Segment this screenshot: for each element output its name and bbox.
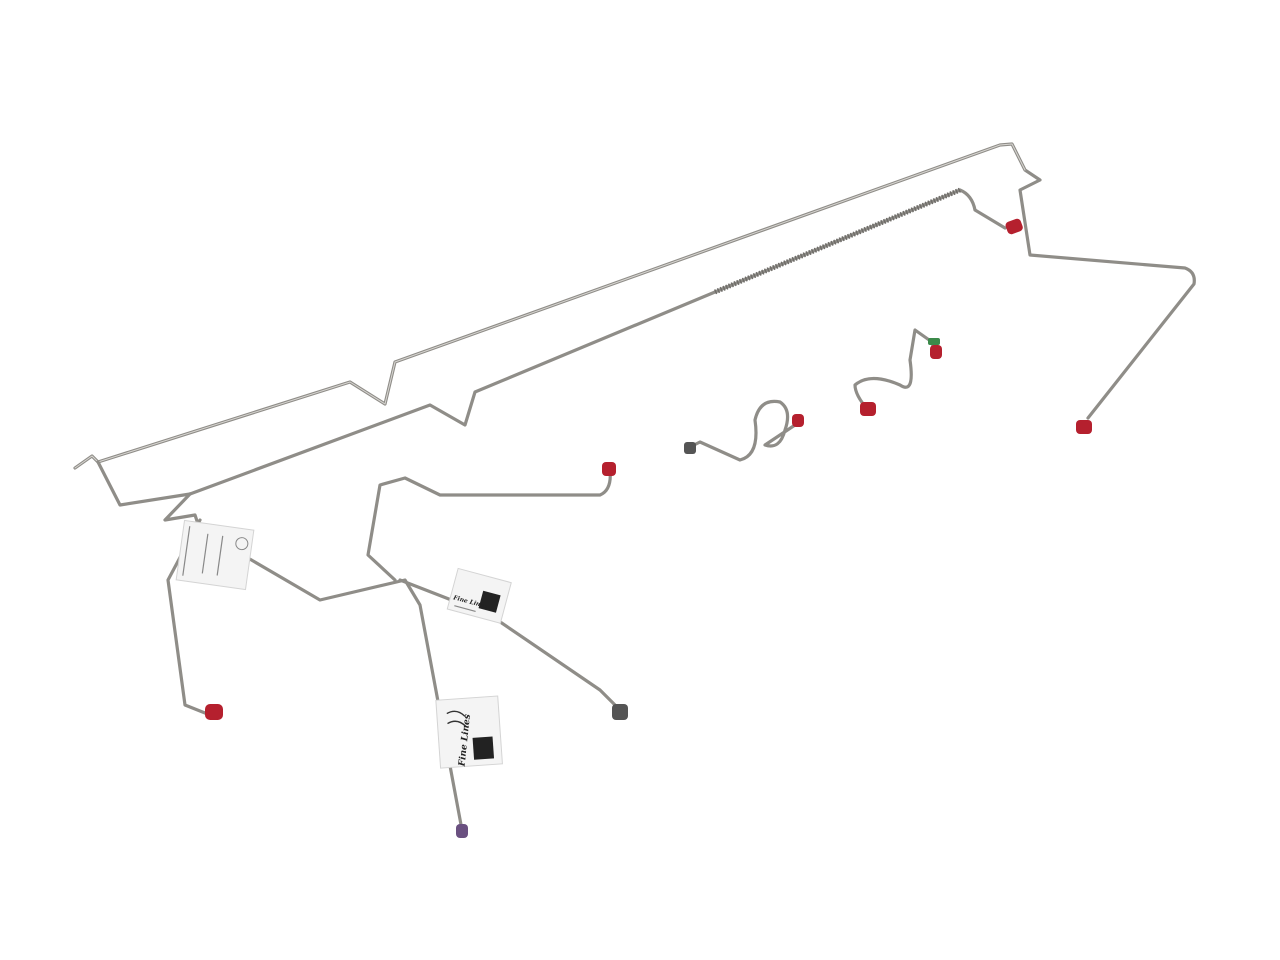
red-cap: [205, 704, 223, 720]
product-tag-2: Fine Lines: [446, 567, 512, 624]
left-branch-lines: [163, 468, 622, 832]
red-cap: [792, 414, 804, 427]
red-cap: [1005, 218, 1023, 235]
red-cap: [860, 402, 876, 416]
small-loop-lines: [686, 328, 937, 462]
qr-code: [478, 590, 501, 613]
lower-long-line: [96, 187, 1007, 507]
fitting-caps: [205, 218, 1092, 838]
upper-long-line: [73, 142, 1196, 470]
red-cap: [602, 462, 616, 476]
coil-spring-guard: [714, 187, 961, 295]
red-cap: [1076, 420, 1092, 434]
gray-cap: [684, 442, 696, 454]
red-cap: [930, 345, 942, 359]
product-tag-3: Fine Lines: [435, 695, 503, 769]
product-tag-1: [175, 519, 255, 591]
qr-code: [472, 736, 495, 760]
purple-cap: [456, 824, 468, 838]
gray-cap: [612, 704, 628, 720]
green-ring: [928, 338, 940, 345]
